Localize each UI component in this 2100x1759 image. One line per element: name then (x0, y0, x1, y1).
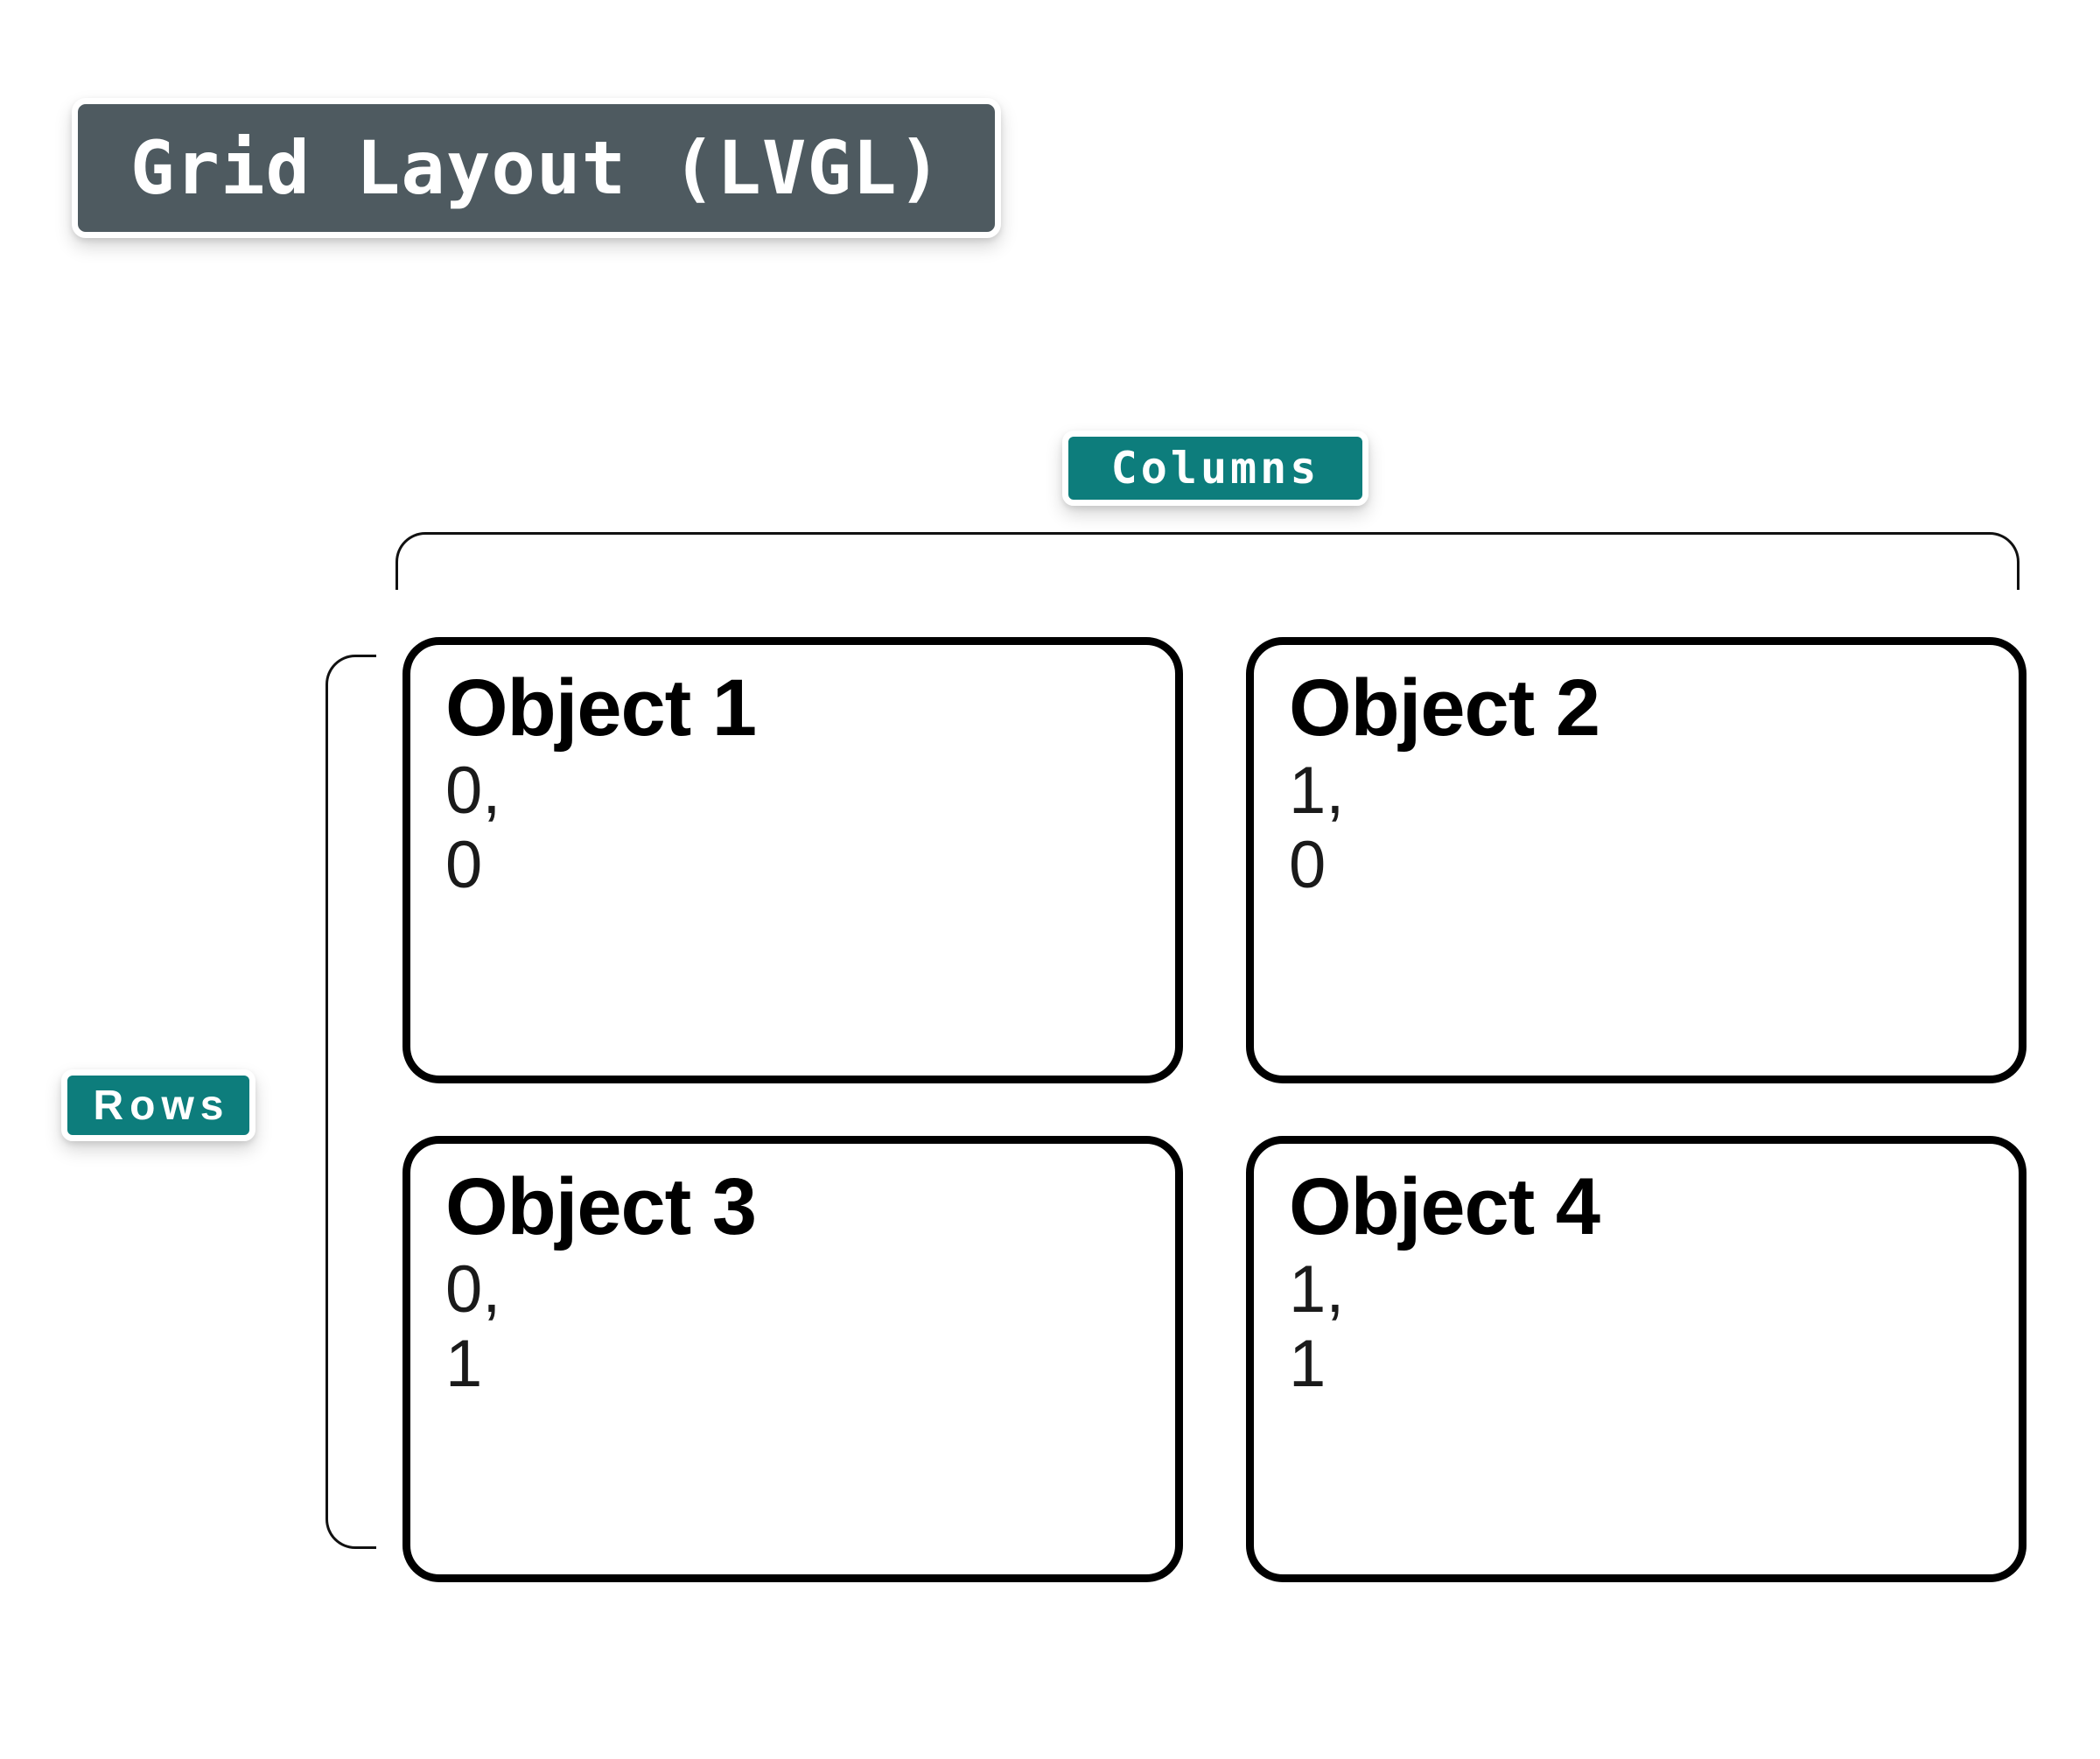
grid-cell-row-index: 1 (1289, 1326, 1326, 1401)
page-title-text: Grid Layout (LVGL) (130, 125, 943, 211)
page-title-badge: Grid Layout (LVGL) (72, 98, 1001, 238)
grid-cell-title: Object 3 (445, 1162, 757, 1251)
columns-span-bracket (396, 532, 2020, 590)
rows-axis-label: Rows (93, 1082, 230, 1129)
grid-cell-row-index: 0 (1289, 827, 1326, 902)
rows-axis-badge: Rows (61, 1069, 256, 1141)
grid-cell-title: Object 4 (1289, 1162, 1600, 1251)
rows-span-bracket (326, 655, 376, 1549)
columns-axis-label: Columns (1110, 443, 1320, 494)
grid-cell-title: Object 1 (445, 663, 757, 753)
grid-cell-coordinates: 0, 0 (445, 753, 500, 902)
grid-cell-row-index: 0 (445, 827, 483, 902)
grid-cell-object-3[interactable]: Object 3 0, 1 (402, 1136, 1183, 1582)
object-grid: Object 1 0, 0 Object 2 1, 0 Object 3 0, … (402, 637, 2026, 1582)
grid-cell-column-index: 0, (445, 753, 501, 828)
grid-cell-object-2[interactable]: Object 2 1, 0 (1246, 637, 2026, 1083)
columns-axis-badge: Columns (1062, 431, 1368, 506)
grid-cell-column-index: 1, (1289, 1251, 1345, 1327)
grid-cell-object-1[interactable]: Object 1 0, 0 (402, 637, 1183, 1083)
grid-cell-title: Object 2 (1289, 663, 1600, 753)
grid-cell-row-index: 1 (445, 1326, 483, 1401)
grid-cell-coordinates: 1, 1 (1289, 1252, 1344, 1401)
grid-cell-coordinates: 1, 0 (1289, 753, 1344, 902)
grid-cell-column-index: 0, (445, 1251, 501, 1327)
grid-cell-object-4[interactable]: Object 4 1, 1 (1246, 1136, 2026, 1582)
grid-cell-column-index: 1, (1289, 753, 1345, 828)
grid-cell-coordinates: 0, 1 (445, 1252, 500, 1401)
